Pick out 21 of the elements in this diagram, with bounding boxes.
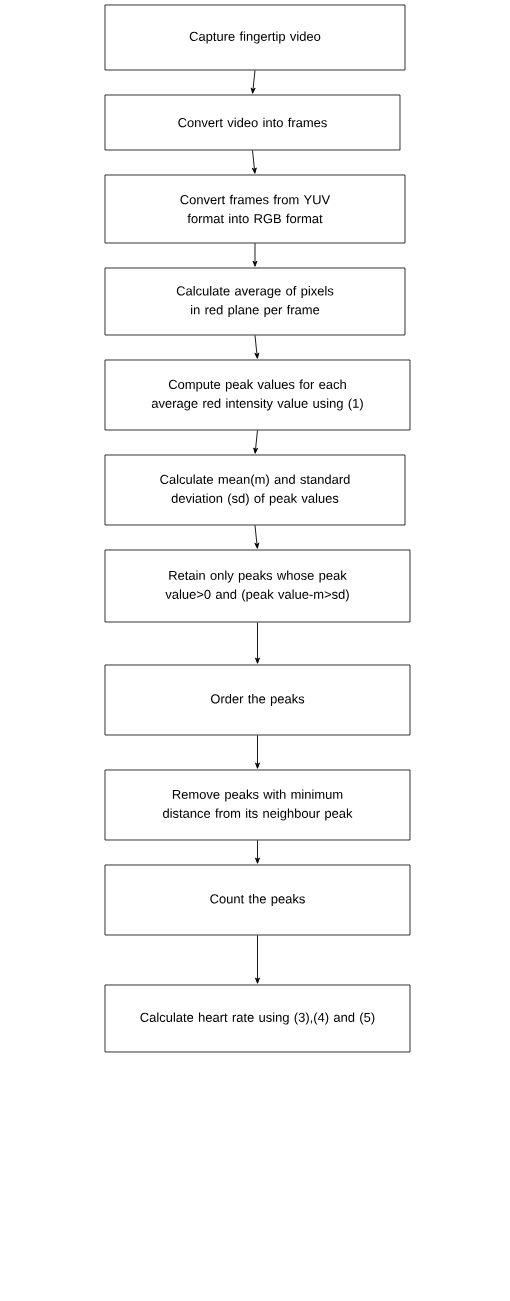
arrow: [255, 839, 260, 864]
process-box: Retain only peaks whose peak value>0 and (peak value-m>sd): [104, 549, 411, 623]
process-box: Order the peaks: [104, 664, 411, 736]
process-box: Calculate heart rate using (3),(4) and (5): [104, 984, 411, 1053]
process-box: Calculate mean(m) and standard deviation (sd) of peak values: [104, 454, 406, 526]
process-box: Calculate average of pixels in red plane per frame: [104, 267, 406, 336]
arrow: [251, 149, 257, 174]
arrow: [255, 734, 260, 769]
arrow: [252, 242, 258, 267]
arrow: [254, 334, 260, 359]
arrow: [250, 69, 256, 94]
process-box: Remove peaks with minimum distance from its neighbour peak: [104, 769, 411, 841]
process-box: Compute peak values for each average red intensity value using (1): [104, 359, 411, 431]
process-box: Convert video into frames: [104, 94, 401, 151]
process-box: Convert frames from YUV format into RGB format: [104, 174, 406, 244]
process-box: Capture fingertip video: [104, 4, 406, 71]
arrow: [255, 934, 260, 984]
arrow: [253, 429, 259, 454]
arrow: [255, 621, 260, 664]
arrow: [254, 524, 260, 549]
process-box: Count the peaks: [104, 864, 411, 936]
